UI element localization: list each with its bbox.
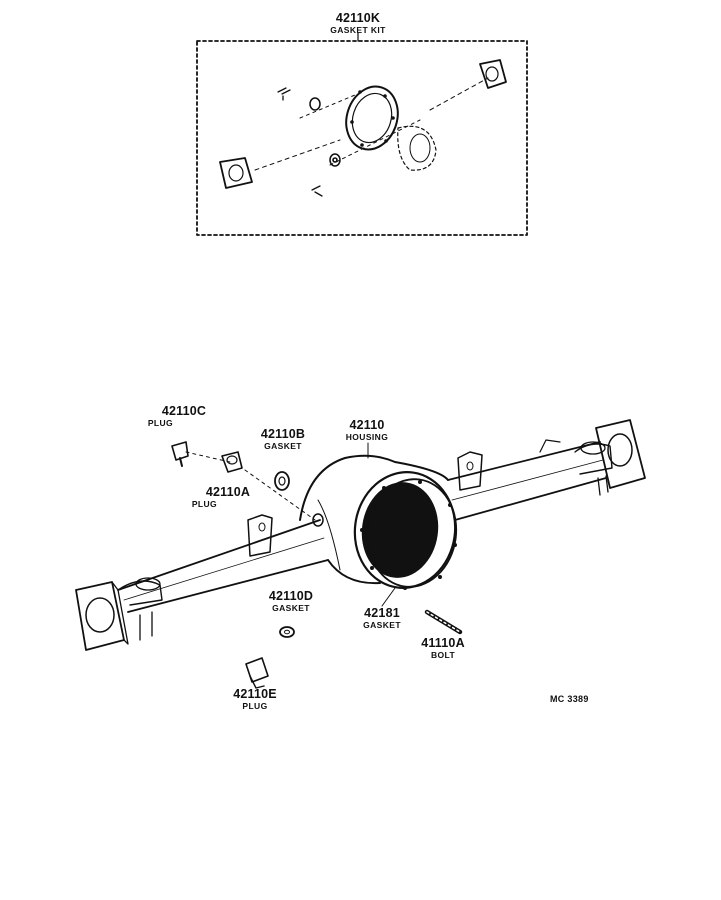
part-name: PLUG xyxy=(191,498,218,509)
gasket-kit-box xyxy=(196,32,528,236)
figure-reference: MC 3389 xyxy=(550,694,589,704)
gasket-kit-label: 42110K GASKET KIT xyxy=(330,12,385,34)
part-number: 42110C xyxy=(161,404,207,418)
fill-hole xyxy=(312,513,324,527)
part-name: PLUG xyxy=(147,417,174,428)
part-name: BOLT xyxy=(430,649,456,660)
part-number: 42110E xyxy=(233,687,277,701)
axle-housing xyxy=(75,419,646,651)
callout-41110a: 41110A BOLT xyxy=(421,637,465,659)
callout-42110b: 42110B GASKET xyxy=(261,428,305,450)
part-name: GASKET xyxy=(363,619,401,630)
callout-42110e: 42110E PLUG xyxy=(233,688,277,710)
leader-42181 xyxy=(381,587,396,607)
bolt-41110a xyxy=(424,609,463,635)
part-number: 42181 xyxy=(364,606,400,620)
gasket-kit-parts xyxy=(219,59,507,197)
part-name: HOUSING xyxy=(345,431,389,442)
plug-42110a xyxy=(221,451,243,473)
callout-42110: 42110 HOUSING xyxy=(346,419,388,441)
gasket-42110d xyxy=(279,626,295,638)
callout-42110d: 42110D GASKET xyxy=(269,590,313,612)
part-number: 42110 xyxy=(349,418,385,432)
part-name: GASKET xyxy=(272,602,310,613)
plug-42110e xyxy=(245,657,269,689)
part-number: 42110B xyxy=(260,427,306,441)
part-number: 41110A xyxy=(421,636,465,650)
plug-42110c xyxy=(171,441,189,467)
part-number: 42110K xyxy=(335,11,381,25)
part-name: PLUG xyxy=(242,700,268,711)
part-number: 42110D xyxy=(268,589,314,603)
callout-42181: 42181 GASKET xyxy=(363,607,401,629)
plug-leader-line xyxy=(185,451,316,521)
part-number: 42110A xyxy=(205,485,251,499)
callout-42110c: 42110C PLUG xyxy=(148,404,207,427)
part-name: GASKET KIT xyxy=(330,24,386,35)
gasket-42110b xyxy=(274,471,290,491)
callout-42110a: 42110A PLUG xyxy=(192,485,251,508)
part-name: GASKET xyxy=(264,440,302,451)
